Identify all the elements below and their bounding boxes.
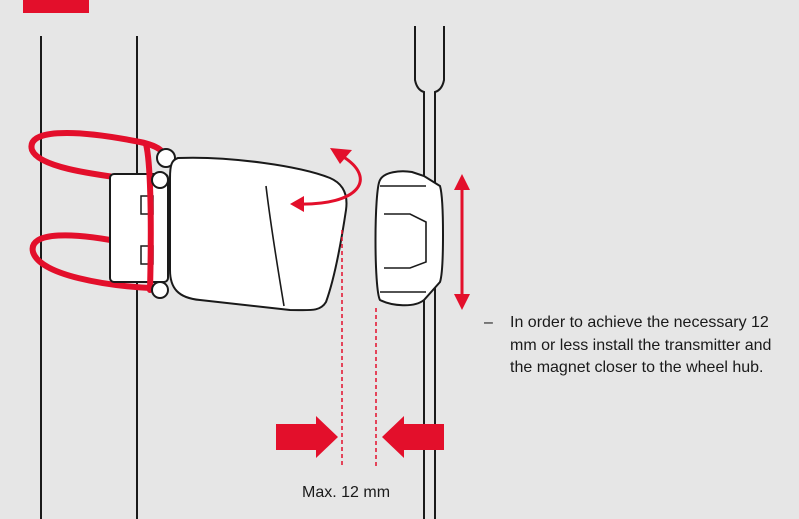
- instruction-text: In order to achieve the necessary 12 mm …: [510, 314, 772, 376]
- rotation-arrow-head-start: [290, 196, 304, 212]
- magnet-body: [374, 170, 444, 307]
- rotation-arrow: [295, 154, 362, 206]
- adjust-arrow-head-up: [454, 174, 470, 190]
- transmitter-seam: [265, 185, 285, 307]
- adjust-arrow-head-down: [454, 294, 470, 310]
- cable-tie-knob-upper: [151, 171, 169, 189]
- spoke-left-edge: [414, 26, 425, 519]
- sensor-base: [109, 173, 169, 283]
- cable-tie-knob-lower: [151, 281, 169, 299]
- cable-tie-upper-front: [143, 141, 154, 293]
- rotation-arrow-head-end: [330, 148, 352, 164]
- magnet-clip: [384, 213, 427, 269]
- instruction-note: – In order to achieve the necessary 12 m…: [484, 312, 784, 380]
- spoke-right-edge: [434, 26, 445, 519]
- gap-arrow-left: [276, 416, 338, 458]
- gap-arrow-right: [382, 416, 444, 458]
- cable-tie-knob-top: [156, 148, 176, 168]
- transmitter-body: [169, 156, 348, 312]
- corner-marker: [23, 0, 89, 13]
- cable-tie-lower: [29, 232, 153, 291]
- cable-tie-upper: [28, 129, 169, 185]
- instruction-bullet: –: [484, 314, 493, 331]
- measurement-label: Max. 12 mm: [302, 484, 391, 501]
